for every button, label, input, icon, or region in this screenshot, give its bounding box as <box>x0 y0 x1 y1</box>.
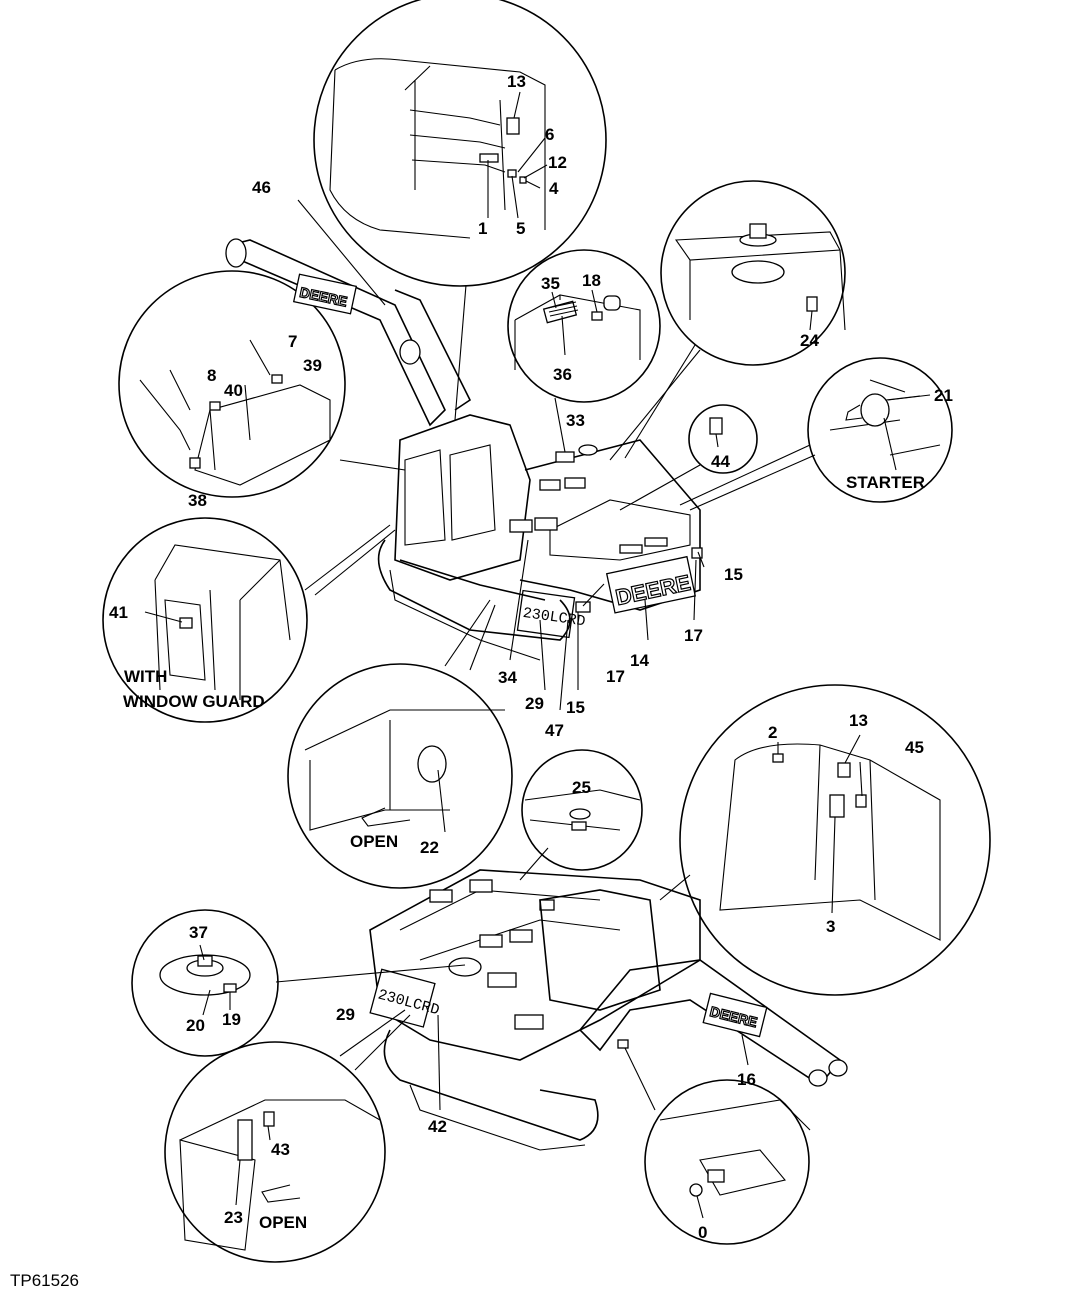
callout-labels: 13 6 12 4 1 5 46 35 18 36 24 7 39 8 40 3… <box>10 72 953 1290</box>
excavator-bottom-view: 230LCRD DEERE <box>369 869 848 1151</box>
callout-14: 14 <box>630 651 649 670</box>
callout-38: 38 <box>188 491 207 510</box>
callout-19: 19 <box>222 1010 241 1029</box>
callout-4: 4 <box>549 179 559 198</box>
detail-swing-cap <box>131 909 279 1057</box>
caption-open-bottom: OPEN <box>259 1213 307 1232</box>
callout-1: 1 <box>478 219 487 238</box>
callout-17-right: 17 <box>684 626 703 645</box>
callout-41: 41 <box>109 603 128 622</box>
callout-46: 46 <box>252 178 271 197</box>
callout-33: 33 <box>566 411 585 430</box>
caption-open-top: OPEN <box>350 832 398 851</box>
callout-12: 12 <box>548 153 567 172</box>
callout-20: 20 <box>186 1016 205 1035</box>
callout-13-bottom: 13 <box>849 711 868 730</box>
callout-43: 43 <box>271 1140 290 1159</box>
detail-joystick <box>118 270 346 498</box>
callout-18: 18 <box>582 271 601 290</box>
callout-23: 23 <box>224 1208 243 1227</box>
callout-47: 47 <box>545 721 564 740</box>
callout-45: 45 <box>905 738 924 757</box>
detail-tank-cap <box>660 180 846 366</box>
detail-side-door <box>164 1041 386 1263</box>
callout-34: 34 <box>498 668 517 687</box>
caption-window-guard-line2: WINDOW GUARD <box>123 692 265 711</box>
detail-mount-plate <box>644 1079 811 1245</box>
callout-7: 7 <box>288 332 297 351</box>
detail-circle-44 <box>688 404 758 474</box>
caption-window-guard-line1: WITH <box>124 667 167 686</box>
detail-cap-25 <box>521 749 643 871</box>
callout-37: 37 <box>189 923 208 942</box>
callout-6: 6 <box>545 125 554 144</box>
callout-22: 22 <box>420 838 439 857</box>
callout-3: 3 <box>826 917 835 936</box>
callout-16: 16 <box>737 1070 756 1089</box>
callout-40: 40 <box>224 381 243 400</box>
callout-36: 36 <box>553 365 572 384</box>
callout-15-right: 15 <box>724 565 743 584</box>
callout-13: 13 <box>507 72 526 91</box>
callout-35: 35 <box>541 274 560 293</box>
callout-8: 8 <box>207 366 216 385</box>
callout-17-left: 17 <box>606 667 625 686</box>
callout-29-top: 29 <box>525 694 544 713</box>
detail-window-guard <box>102 517 308 723</box>
callout-0: 0 <box>698 1223 707 1242</box>
detail-starter <box>807 357 953 503</box>
callout-25: 25 <box>572 778 591 797</box>
excavator-top-view: DEERE 230LCRD DEERE <box>225 238 703 661</box>
callout-5: 5 <box>516 219 525 238</box>
detail-cab-interior-bottom <box>679 684 991 996</box>
detail-cab-interior-top <box>313 0 607 287</box>
leader-lines <box>144 199 921 1219</box>
callout-29-bottom: 29 <box>336 1005 355 1024</box>
callout-44: 44 <box>711 452 730 471</box>
detail-battery <box>507 249 661 403</box>
detail-pump-access <box>287 663 513 889</box>
callout-15-left: 15 <box>566 698 585 717</box>
callout-2: 2 <box>768 723 777 742</box>
callout-39: 39 <box>303 356 322 375</box>
caption-starter: STARTER <box>846 473 925 492</box>
figure-id: TP61526 <box>10 1271 79 1290</box>
callout-42: 42 <box>428 1117 447 1136</box>
callout-24: 24 <box>800 331 819 350</box>
callout-21: 21 <box>934 386 953 405</box>
